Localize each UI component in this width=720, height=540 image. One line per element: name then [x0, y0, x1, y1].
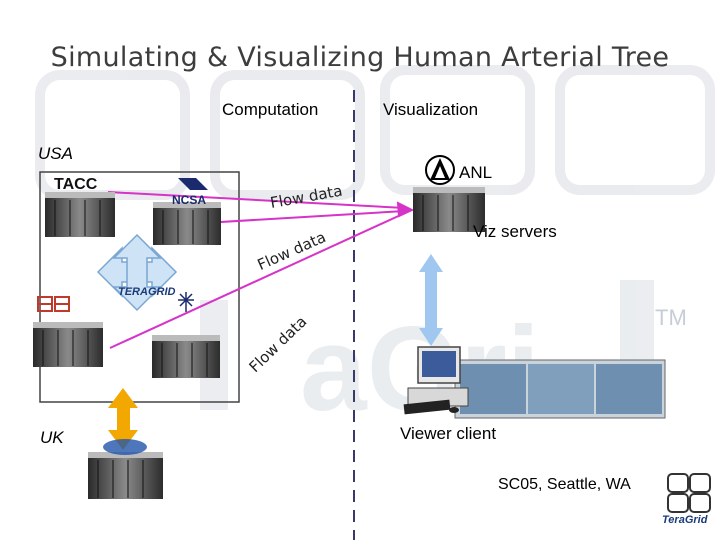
- teragrid-corner-logo: [667, 473, 711, 513]
- uk-csar-logo-mark: [103, 439, 147, 455]
- viz-link-arrow: [419, 254, 443, 346]
- psc-cluster: [152, 335, 220, 378]
- uk-label: UK: [40, 428, 64, 447]
- viewer-workstation: [403, 346, 666, 419]
- flow-arrow-tacc: [107, 191, 406, 209]
- purdue-cluster: [33, 322, 103, 367]
- flow-arrowhead: [396, 201, 415, 218]
- ncsa-logo: NCSA: [172, 193, 207, 207]
- anl-logo-mark: [425, 155, 455, 185]
- psc-logo-mark: [178, 292, 194, 312]
- teragrid-logo: TERAGRID: [118, 286, 176, 298]
- viz-servers-label: Viz servers: [473, 222, 557, 241]
- tacc-cluster: [45, 192, 115, 237]
- visualization-label: Visualization: [383, 100, 479, 119]
- computation-label: Computation: [222, 100, 319, 119]
- teragrid-cross-arrow: [96, 233, 178, 312]
- teragrid-corner-logo-text: TeraGrid: [662, 514, 708, 526]
- anl-label: ANL: [459, 163, 493, 182]
- ncsa-cluster: [153, 202, 221, 245]
- viewer-client-label: Viewer client: [400, 424, 497, 443]
- tacc-logo: TACC: [54, 176, 98, 193]
- trademark-mark: TM: [655, 305, 687, 330]
- anl-viz-cluster: [413, 187, 485, 232]
- usa-box: [39, 171, 240, 403]
- flow-arrow-uk: [109, 212, 406, 349]
- usa-label: USA: [38, 144, 73, 163]
- event-label: SC05, Seattle, WA: [498, 476, 631, 493]
- page-title: Simulating & Visualizing Human Arterial …: [50, 42, 670, 73]
- purdue-logo-mark: [37, 296, 70, 312]
- ncsa-logo-mark: [178, 178, 208, 190]
- uk-cluster: [88, 452, 163, 499]
